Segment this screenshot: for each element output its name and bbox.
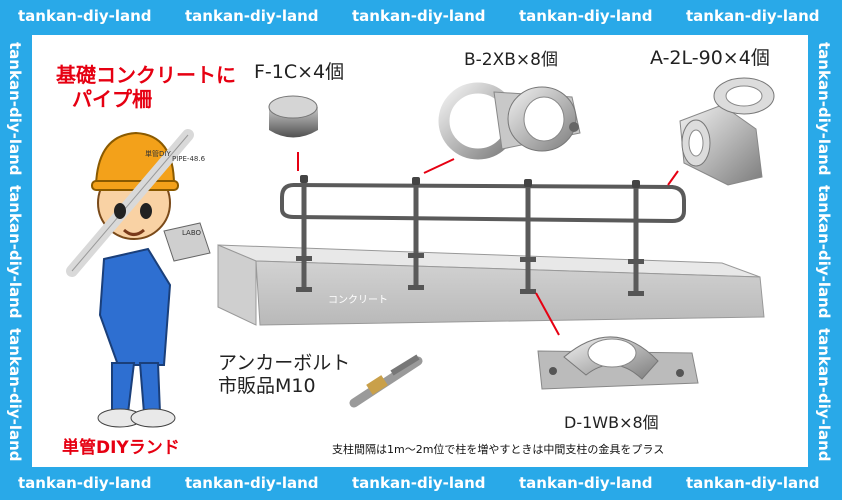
watermark-top-4: tankan-diy-land — [519, 7, 653, 25]
watermark-left-2: tankan-diy-land — [6, 185, 24, 319]
helmet-text: 単管DIY — [145, 149, 171, 158]
watermark-bottom-3: tankan-diy-land — [352, 474, 486, 492]
pipe-text: PIPE-48.6 — [172, 155, 206, 163]
f1c-label: F-1C×4個 — [254, 61, 345, 83]
a2l90-elbow-part — [679, 77, 775, 186]
watermark-bottom-4: tankan-diy-land — [519, 474, 653, 492]
title-line2: パイプ柵 — [72, 87, 152, 111]
watermark-bottom-5: tankan-diy-land — [686, 474, 820, 492]
spacing-note: 支柱間隔は1m～2m位で柱を増やすときは中間支柱の金具をプラス — [332, 443, 665, 456]
watermark-left-1: tankan-diy-land — [6, 42, 24, 176]
leader-lines — [297, 152, 679, 336]
watermark-right-3: tankan-diy-land — [815, 328, 833, 462]
watermark-left-3: tankan-diy-land — [6, 328, 24, 462]
anchor-label-line2: 市販品M10 — [218, 375, 316, 397]
brand-label: 単管DIYランド — [62, 438, 180, 458]
concrete-label: コンクリート — [328, 295, 388, 306]
pipe-railing — [280, 178, 686, 294]
watermark-bottom-2: tankan-diy-land — [185, 474, 319, 492]
title-line1: 基礎コンクリートに — [56, 63, 236, 87]
labo-text: LABO — [182, 229, 202, 237]
watermark-top-3: tankan-diy-land — [352, 7, 486, 25]
watermark-top-5: tankan-diy-land — [686, 7, 820, 25]
b2xb-label: B-2XB×8個 — [464, 50, 558, 70]
a2l90-label: A-2L-90×4個 — [650, 47, 770, 69]
anchor-label-line1: アンカーボルト — [218, 352, 351, 374]
worker-character — [66, 129, 211, 428]
d1wb-label: D-1WB×8個 — [564, 413, 659, 432]
watermark-right-1: tankan-diy-land — [815, 42, 833, 176]
watermark-bottom-1: tankan-diy-land — [18, 474, 152, 492]
fence-illustration: PIPE-48.6 単管DIY LABO — [66, 77, 775, 428]
b2xb-clamp-part — [438, 82, 581, 160]
diagram-panel: PIPE-48.6 単管DIY LABO 基礎コンクリートに パイプ柵 F-1C… — [32, 35, 808, 467]
watermark-top-1: tankan-diy-land — [18, 7, 152, 25]
watermark-top-2: tankan-diy-land — [185, 7, 319, 25]
base-brackets — [296, 253, 644, 296]
f1c-cap-part — [268, 95, 318, 138]
watermark-right-2: tankan-diy-land — [815, 185, 833, 319]
anchor-bolt-part — [349, 354, 423, 408]
d1wb-base-part — [537, 336, 699, 390]
post-caps — [300, 175, 640, 188]
